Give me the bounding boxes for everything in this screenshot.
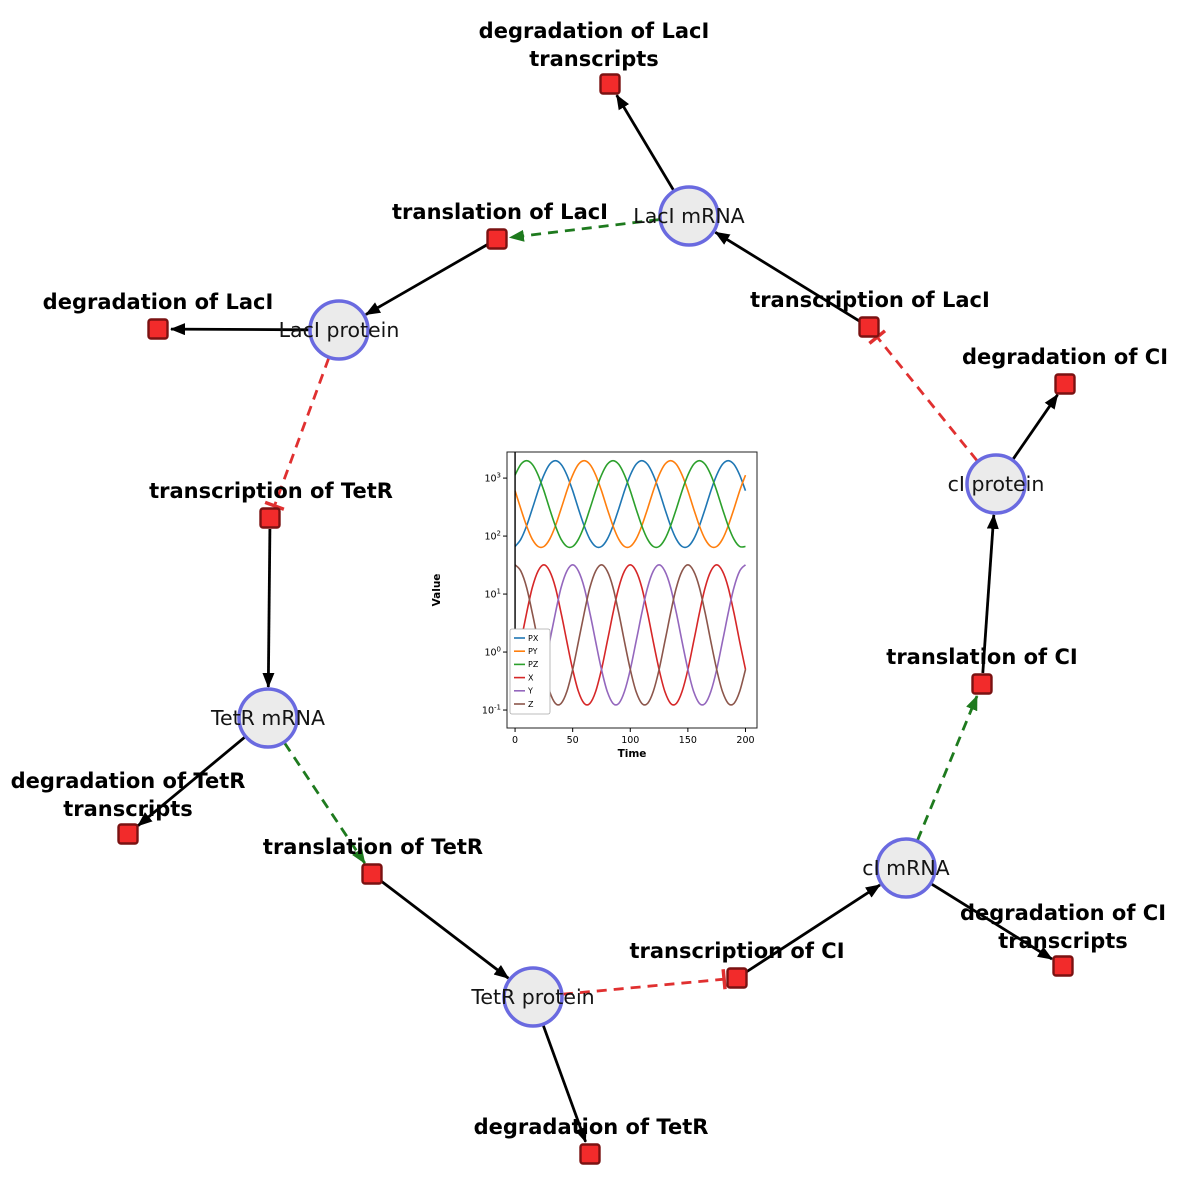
species-node-tetr-mrna <box>237 687 299 749</box>
edge-tetr-protein-transcription-ci-inhibition <box>562 969 727 996</box>
species-node-laci-mrna <box>658 185 720 247</box>
species-label-laci-mrna: LacI mRNA <box>633 204 744 228</box>
edge-ci-mrna-translation-ci-modifier <box>916 695 979 841</box>
chart-series-X <box>514 563 747 706</box>
reaction-node-translation-ci <box>971 673 993 695</box>
legend-box <box>509 628 551 715</box>
x-tick-label-200: 200 <box>736 735 754 746</box>
reaction-label-translation-tetr: translation of TetR <box>263 835 483 859</box>
reaction-label-deg-laci: degradation of LacI <box>43 290 274 314</box>
reaction-node-deg-laci-transcripts <box>599 73 621 95</box>
edge-laci-protein-transcription-tetr-inhibition <box>264 357 331 511</box>
reaction-label-transcription-tetr: transcription of TetR <box>149 479 393 503</box>
edge-ci-protein-deg-ci-reaction <box>1011 393 1059 461</box>
edge-tetr-mrna-translation-tetr-modifier <box>283 742 366 865</box>
species-label-ci-protein: cI protein <box>948 472 1045 496</box>
reaction-node-deg-tetr-transcripts <box>117 823 139 845</box>
edge-ci-mrna-deg-ci-transcripts-reaction <box>930 882 1053 961</box>
reaction-label-translation-laci: translation of LacI <box>392 200 608 224</box>
edges-layer <box>137 94 1059 1143</box>
species-label-tetr-mrna: TetR mRNA <box>210 706 325 730</box>
edge-transcription-tetr-tetr-mrna-reaction <box>262 528 275 688</box>
reaction-node-transcription-ci <box>726 967 748 989</box>
reaction-label-deg-ci: degradation of CI <box>962 345 1168 369</box>
y-tick-label-1e-1: 10-1 <box>482 704 501 717</box>
x-tick-label-50: 50 <box>567 735 579 746</box>
x-tick-label-100: 100 <box>621 735 639 746</box>
nodes-layer <box>117 73 1076 1165</box>
edge-transcription-laci-laci-mrna-reaction <box>714 231 861 323</box>
reaction-node-transcription-tetr <box>259 507 281 529</box>
reaction-node-translation-tetr <box>361 863 383 885</box>
edge-translation-tetr-tetr-protein-reaction <box>379 879 510 980</box>
edge-tetr-mrna-deg-tetr-transcripts-reaction <box>137 736 246 827</box>
reaction-label-transcription-laci: transcription of LacI <box>750 288 990 312</box>
edge-translation-laci-laci-protein-reaction <box>365 243 489 316</box>
legend-item-Y: Y <box>527 687 533 696</box>
reaction-label-deg-tetr: degradation of TetR <box>474 1115 709 1139</box>
reaction-node-deg-tetr <box>579 1143 601 1165</box>
legend-item-X: X <box>528 673 534 682</box>
legend-item-PX: PX <box>528 634 539 643</box>
chart-series-PX <box>514 459 747 549</box>
edge-translation-ci-ci-protein-reaction <box>981 513 999 674</box>
species-node-ci-mrna <box>875 837 937 899</box>
legend-item-Z: Z <box>528 700 534 709</box>
legend-item-PY: PY <box>528 647 538 656</box>
reaction-node-translation-laci <box>486 228 508 250</box>
chart-series-PZ <box>514 459 746 549</box>
reaction-label-transcription-ci: transcription of CI <box>629 939 844 963</box>
x-tick-label-0: 0 <box>512 735 518 746</box>
species-label-ci-mrna: cI mRNA <box>862 856 949 880</box>
species-node-laci-protein <box>308 299 370 361</box>
edge-transcription-ci-ci-mrna-reaction <box>745 883 881 974</box>
species-node-ci-protein <box>965 453 1027 515</box>
species-label-laci-protein: LacI protein <box>279 318 400 342</box>
edge-laci-mrna-deg-laci-transcripts-reaction <box>615 94 675 192</box>
edge-ci-protein-transcription-laci-inhibition <box>868 329 979 462</box>
reaction-node-deg-laci <box>147 318 169 340</box>
reaction-label-translation-ci: translation of CI <box>886 645 1077 669</box>
legend-item-PZ: PZ <box>528 660 539 669</box>
edge-laci-mrna-translation-laci-modifier <box>508 218 660 242</box>
y-tick-label-1e2: 102 <box>484 530 501 543</box>
x-tick-label-150: 150 <box>679 735 697 746</box>
reaction-node-deg-ci-transcripts <box>1052 955 1074 977</box>
species-label-tetr-protein: TetR protein <box>470 985 594 1009</box>
species-node-tetr-protein <box>502 966 564 1028</box>
x-axis-label: Time <box>618 748 647 760</box>
reaction-node-transcription-laci <box>858 316 880 338</box>
y-tick-label-1e1: 101 <box>484 588 501 601</box>
y-tick-label-1e0: 100 <box>484 646 501 659</box>
reaction-node-deg-ci <box>1054 373 1076 395</box>
edge-tetr-protein-deg-tetr-reaction <box>541 1024 587 1143</box>
chart-series-PY <box>514 459 747 549</box>
edge-laci-protein-deg-laci-reaction <box>170 323 310 336</box>
y-axis-label: Value <box>431 574 443 607</box>
chart-series-Z <box>514 563 747 706</box>
y-tick-label-1e3: 103 <box>484 472 501 485</box>
